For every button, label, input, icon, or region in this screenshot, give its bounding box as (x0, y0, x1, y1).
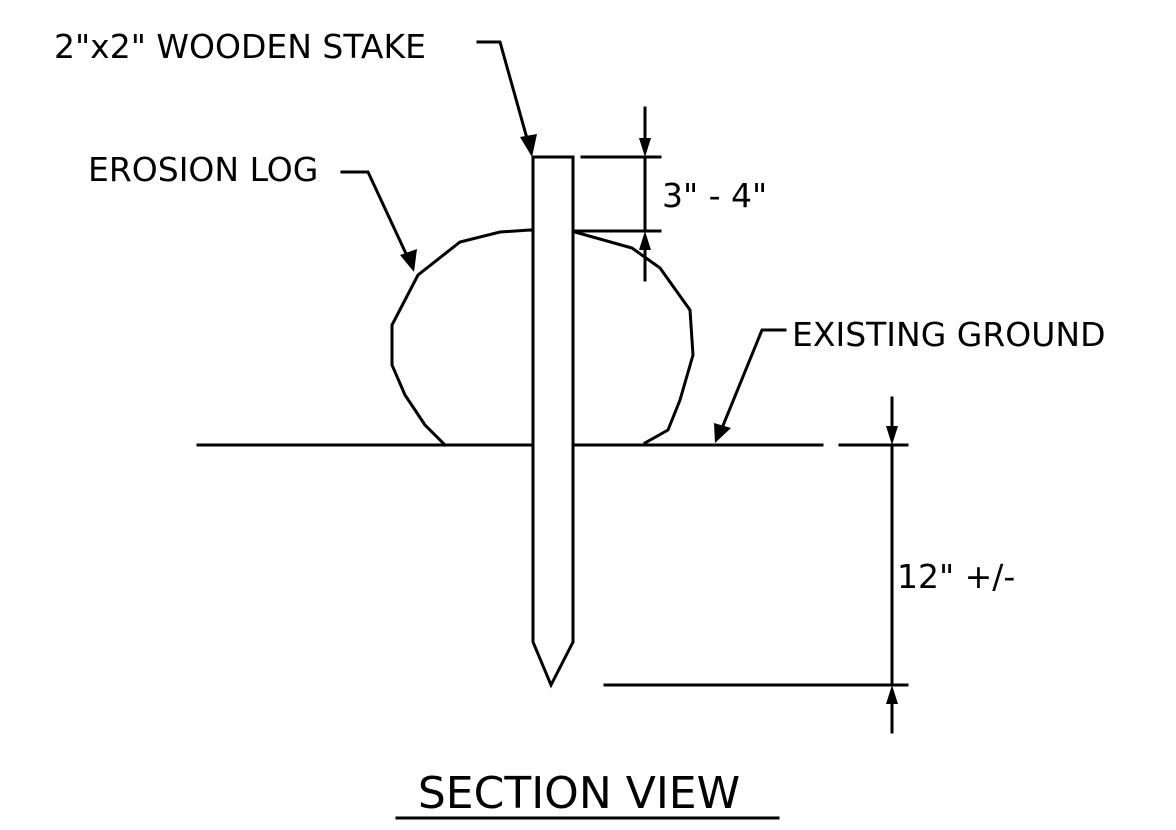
existing-ground-leader (714, 328, 787, 443)
erosion-log-label: EROSION LOG (88, 150, 318, 189)
section-view-title: SECTION VIEW (418, 768, 740, 819)
dimension-embedment (603, 396, 909, 734)
stake-leader (476, 40, 537, 157)
erosion-log-leader (340, 170, 417, 272)
stake-label: 2"x2" WOODEN STAKE (54, 27, 426, 66)
erosion-log-outline (390, 228, 695, 448)
dimension-stake-above-log (574, 106, 662, 282)
wooden-stake (531, 155, 575, 689)
embedment-dimension-label: 12" +/- (897, 557, 1015, 596)
stake-above-log-dimension-label: 3" - 4" (662, 176, 767, 215)
existing-ground-label: EXISTING GROUND (792, 315, 1106, 354)
